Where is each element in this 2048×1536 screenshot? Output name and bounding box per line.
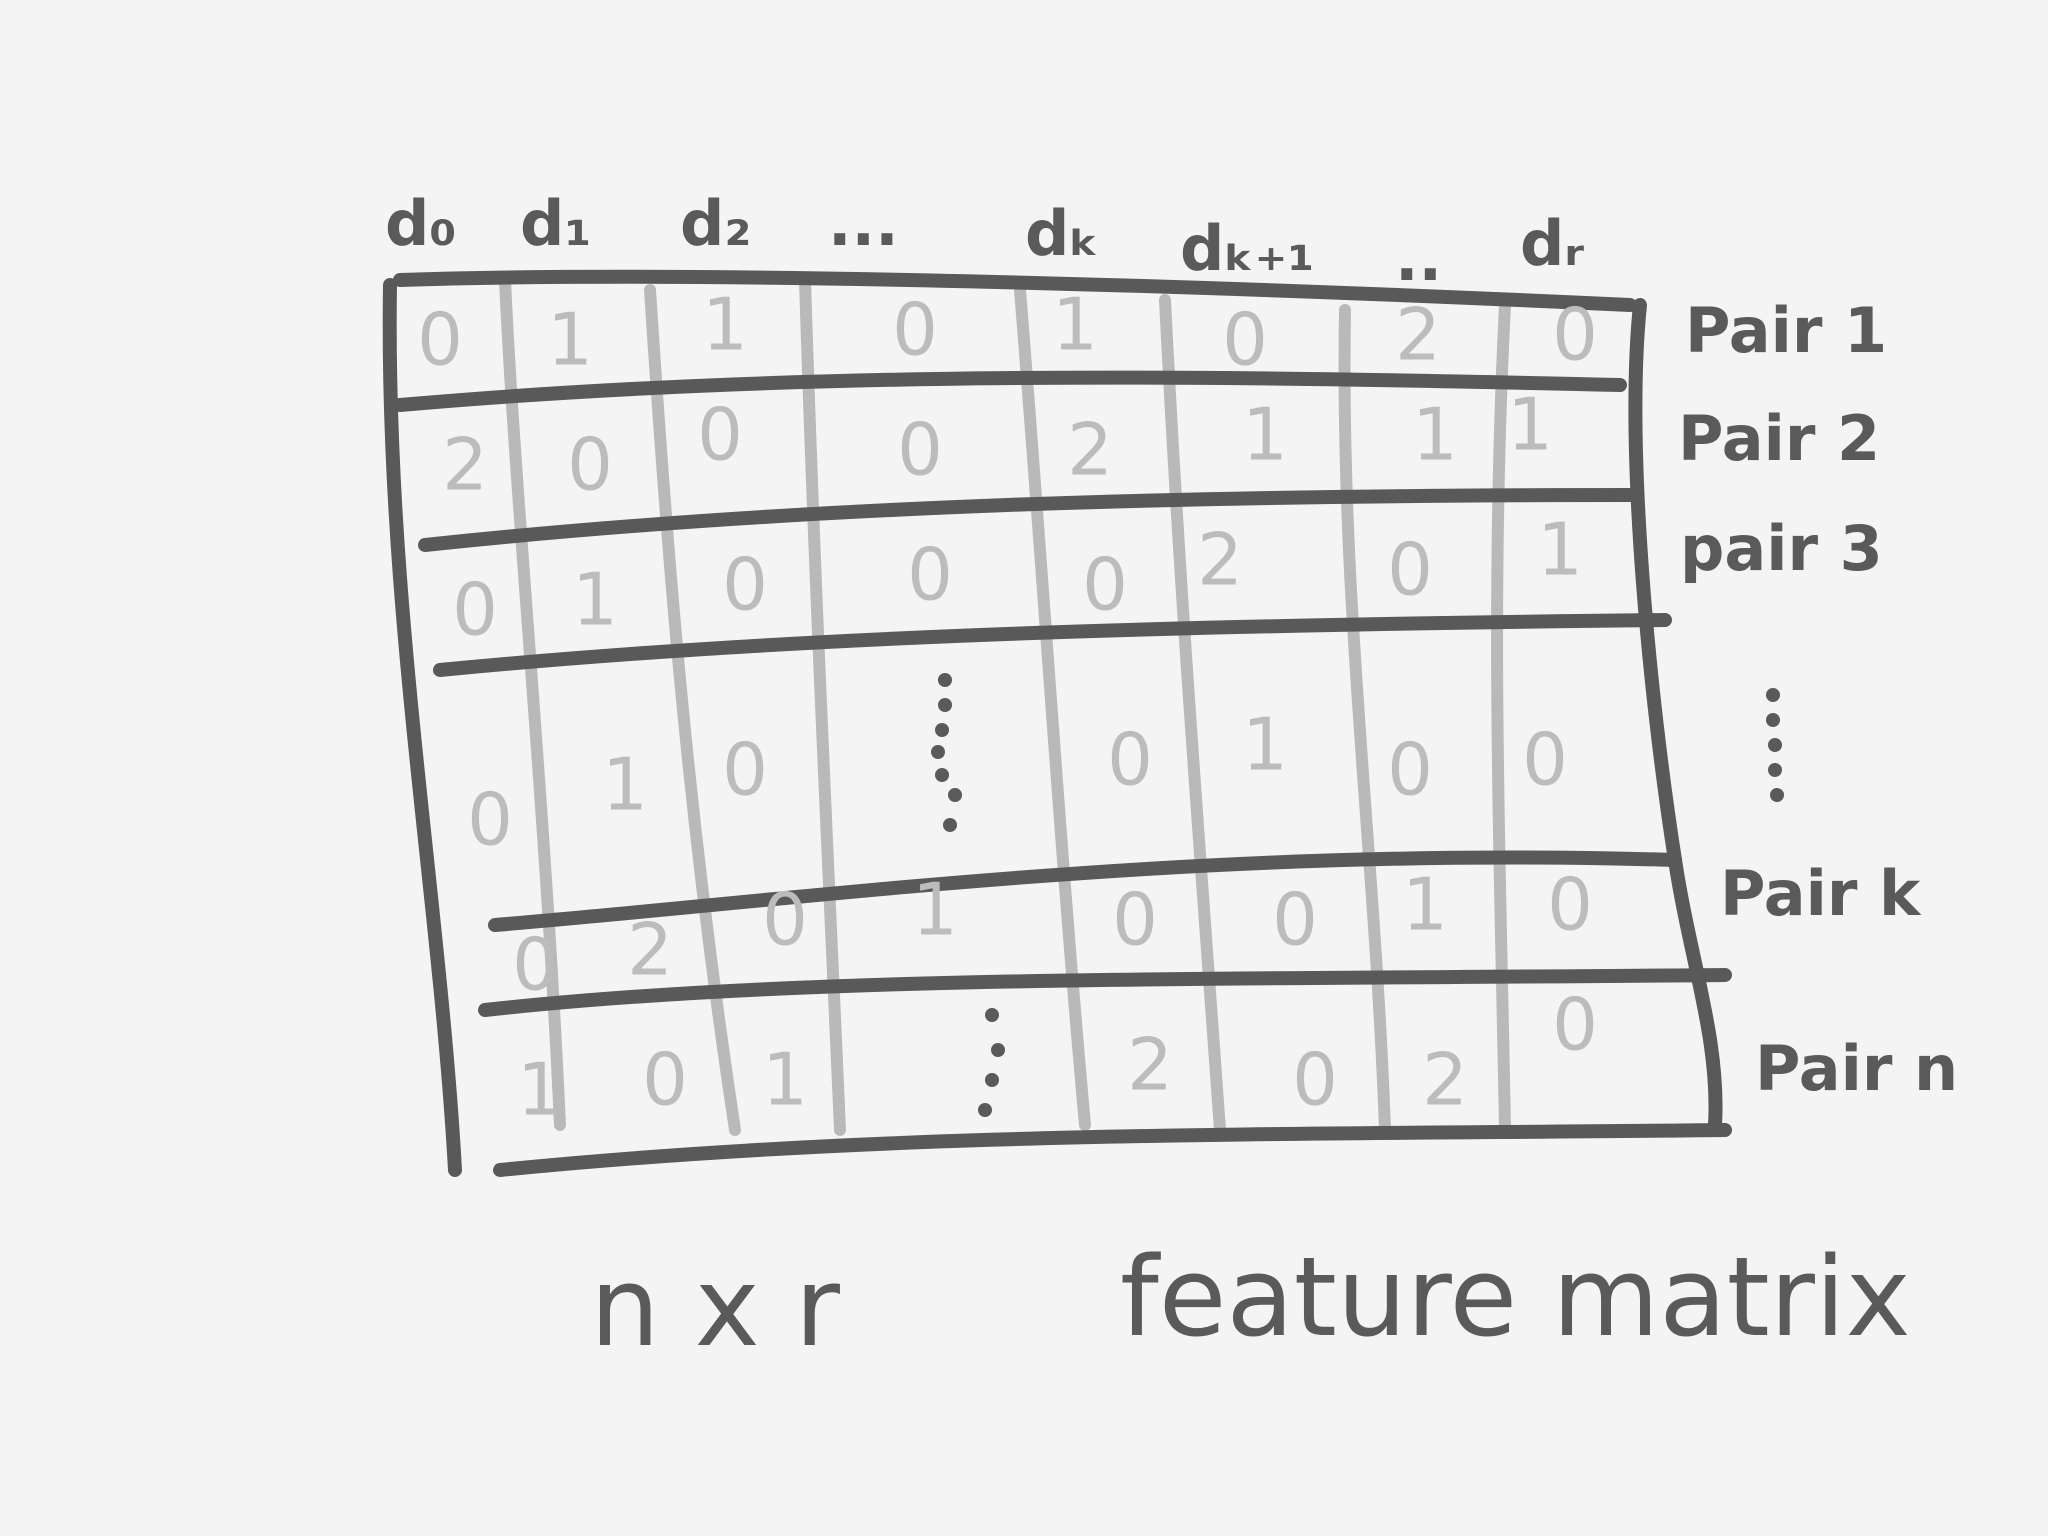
row-labels: Pair 1 Pair 2 pair 3 Pair k Pair n bbox=[1678, 294, 1958, 1105]
matrix-cell: 2 bbox=[1127, 1023, 1173, 1107]
matrix-cell: 0 bbox=[722, 543, 768, 627]
matrix-cell: 0 bbox=[452, 568, 498, 652]
column-header: d₁ bbox=[520, 187, 592, 260]
matrix-cell: 0 bbox=[1272, 878, 1318, 962]
matrix-cell: 1 bbox=[1537, 508, 1583, 592]
matrix-cell: 0 bbox=[722, 728, 768, 812]
matrix-cell: 0 bbox=[1292, 1038, 1338, 1122]
matrix-row: 2 0 0 0 2 1 1 1 bbox=[442, 383, 1553, 507]
row-label: Pair k bbox=[1720, 857, 1922, 930]
matrix-cell: 0 bbox=[417, 298, 463, 382]
matrix-cell: 1 bbox=[912, 868, 958, 952]
matrix-cell: 2 bbox=[1067, 408, 1113, 492]
matrix-cell: 1 bbox=[1507, 383, 1553, 467]
matrix-cell: 1 bbox=[602, 743, 648, 827]
column-header: .. bbox=[1395, 222, 1442, 295]
matrix-row: 0 2 0 1 0 0 1 0 bbox=[512, 863, 1593, 1007]
matrix-cell: 0 bbox=[1387, 528, 1433, 612]
row-label: pair 3 bbox=[1680, 512, 1883, 585]
matrix-row: 0 1 0 0 1 0 0 bbox=[467, 703, 1568, 862]
matrix-cell: 0 bbox=[892, 288, 938, 372]
matrix-cell: 0 bbox=[1222, 298, 1268, 382]
matrix-row: 0 1 1 0 1 0 2 0 bbox=[417, 283, 1598, 382]
matrix-cell: 0 bbox=[1552, 293, 1598, 377]
matrix-cell: 1 bbox=[1242, 703, 1288, 787]
matrix-cell: 0 bbox=[1082, 543, 1128, 627]
matrix-cell: 0 bbox=[1107, 718, 1153, 802]
matrix-cell: 0 bbox=[762, 878, 808, 962]
matrix-cell: 2 bbox=[1197, 518, 1243, 602]
matrix-cell: 1 bbox=[572, 558, 618, 642]
row-label: Pair 2 bbox=[1678, 402, 1880, 475]
column-header: d₂ bbox=[680, 187, 752, 260]
row-label: Pair 1 bbox=[1685, 294, 1887, 367]
column-header: d₀ bbox=[385, 187, 457, 260]
vertical-ellipsis bbox=[931, 673, 962, 832]
vertical-ellipsis bbox=[978, 1008, 1005, 1117]
column-header: dᵣ bbox=[1520, 207, 1584, 280]
row-label-ellipsis bbox=[1766, 688, 1784, 802]
matrix-cell: 1 bbox=[547, 298, 593, 382]
matrix-cell: 0 bbox=[1547, 863, 1593, 947]
matrix-cell: 0 bbox=[697, 393, 743, 477]
matrix-cell: 0 bbox=[467, 778, 513, 862]
matrix-cell: 1 bbox=[1242, 393, 1288, 477]
matrix-cell: 0 bbox=[567, 423, 613, 507]
matrix-cell: 0 bbox=[1552, 983, 1598, 1067]
matrix-cell: 0 bbox=[897, 408, 943, 492]
column-header-row: d₀ d₁ d₂ ... dₖ dₖ₊₁ .. dᵣ bbox=[385, 187, 1584, 295]
column-header: dₖ bbox=[1025, 197, 1100, 270]
matrix-dimensions: n x r bbox=[590, 1243, 841, 1371]
row-label: Pair n bbox=[1755, 1032, 1958, 1105]
matrix-cell: 1 bbox=[1412, 393, 1458, 477]
matrix-cell: 0 bbox=[512, 923, 558, 1007]
matrix-cell: 2 bbox=[1422, 1038, 1468, 1122]
column-dividers bbox=[499, 274, 1511, 1136]
matrix-cell: 0 bbox=[1112, 878, 1158, 962]
matrix-grid bbox=[382, 269, 1732, 1177]
matrix-row: 1 0 1 2 0 2 0 bbox=[517, 983, 1598, 1132]
matrix-cell: 0 bbox=[907, 533, 953, 617]
matrix-cell: 1 bbox=[1402, 863, 1448, 947]
matrix-cell: 2 bbox=[1395, 293, 1441, 377]
column-header: dₖ₊₁ bbox=[1180, 212, 1314, 285]
matrix-cell: 0 bbox=[1522, 718, 1568, 802]
matrix-cell: 1 bbox=[702, 283, 748, 367]
matrix-cell: 0 bbox=[1387, 728, 1433, 812]
matrix-row: 0 1 0 0 0 2 0 1 bbox=[452, 508, 1583, 652]
matrix-title: feature matrix bbox=[1120, 1233, 1911, 1361]
matrix-cell: 1 bbox=[1052, 283, 1098, 367]
matrix-cell: 2 bbox=[442, 423, 488, 507]
matrix-cell: 0 bbox=[642, 1038, 688, 1122]
matrix-cell: 1 bbox=[762, 1038, 808, 1122]
matrix-cell: 2 bbox=[627, 908, 673, 992]
matrix-cell: 1 bbox=[517, 1048, 563, 1132]
column-header: ... bbox=[828, 187, 899, 260]
